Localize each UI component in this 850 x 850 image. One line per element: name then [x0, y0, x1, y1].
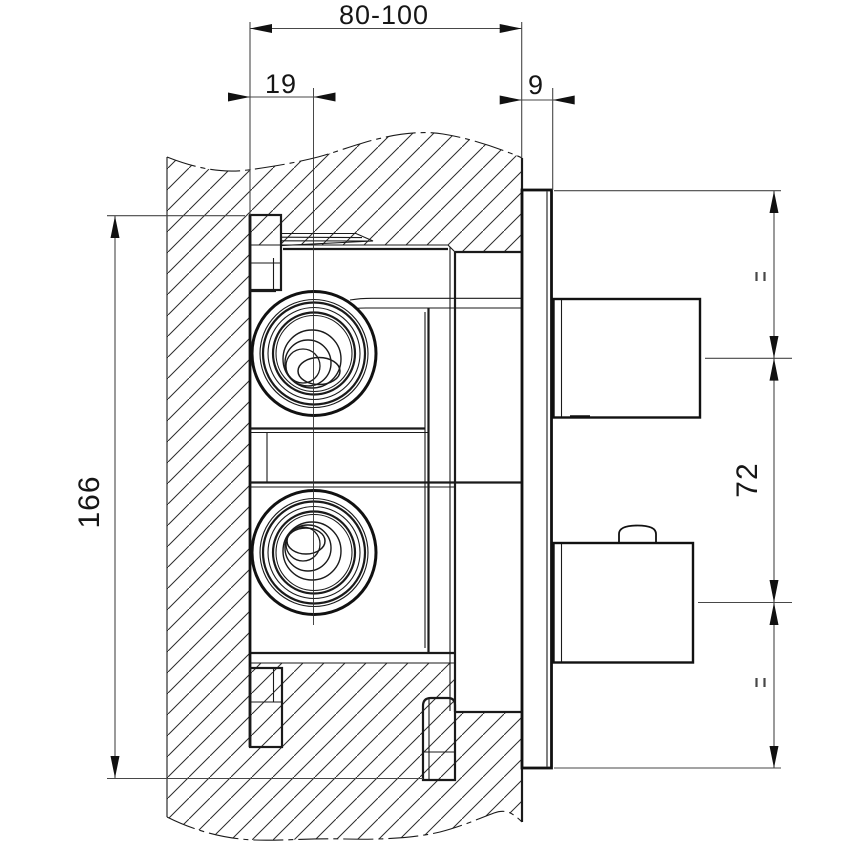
arrow-left [499, 95, 522, 105]
arrow-upper-centre-a [769, 336, 779, 359]
upper-sleeve-line-1 [349, 297, 522, 301]
inlet-port-upper [250, 290, 378, 417]
inlet-port-lower [250, 489, 378, 616]
dim-wall-depth: 80-100 [249, 0, 523, 215]
override-button [618, 524, 657, 544]
arrow-bottom [110, 756, 120, 778]
mounting-tab-bottom-right [421, 696, 457, 782]
mounting-tab-top [248, 213, 283, 292]
dim-overall-height-label: 166 [73, 475, 106, 528]
arrow-top [110, 216, 120, 238]
pocket-step-top [447, 244, 456, 253]
equal-mark-top [755, 272, 766, 281]
dim-centre-offset-label: 19 [265, 69, 297, 99]
arrow-top [769, 191, 779, 213]
handle-lower [552, 524, 695, 664]
arrow-lower-centre-a [769, 580, 779, 603]
dim-centre-offset: 19 [228, 69, 336, 102]
arrow-right [499, 24, 522, 33]
valve-body [248, 88, 522, 782]
dim-overall-height: 166 [73, 215, 423, 780]
dim-wall-depth-label: 80-100 [339, 0, 429, 30]
wall-break-line-bottom [166, 810, 523, 841]
dim-plate-projection-label: 9 [528, 70, 544, 100]
equal-mark-bottom [755, 678, 766, 687]
handle-upper [552, 297, 702, 419]
dim-handle-centres: 72 [554, 190, 792, 769]
arrow-right [313, 92, 336, 102]
arrow-lower-centre-b [769, 602, 779, 625]
dim-handle-centres-label: 72 [731, 462, 764, 497]
dim-plate-projection: 9 [499, 70, 575, 190]
arrow-bottom [769, 746, 779, 768]
arrow-upper-centre-b [769, 358, 779, 381]
retaining-clip [280, 232, 374, 247]
wall-break-line-top [166, 132, 523, 172]
arrow-left [250, 24, 272, 33]
arrow-right [552, 95, 575, 105]
trim-plate [520, 188, 553, 770]
arrow-left [228, 92, 250, 102]
wall-section [166, 132, 524, 841]
mounting-tab-bottom-left [248, 666, 284, 749]
